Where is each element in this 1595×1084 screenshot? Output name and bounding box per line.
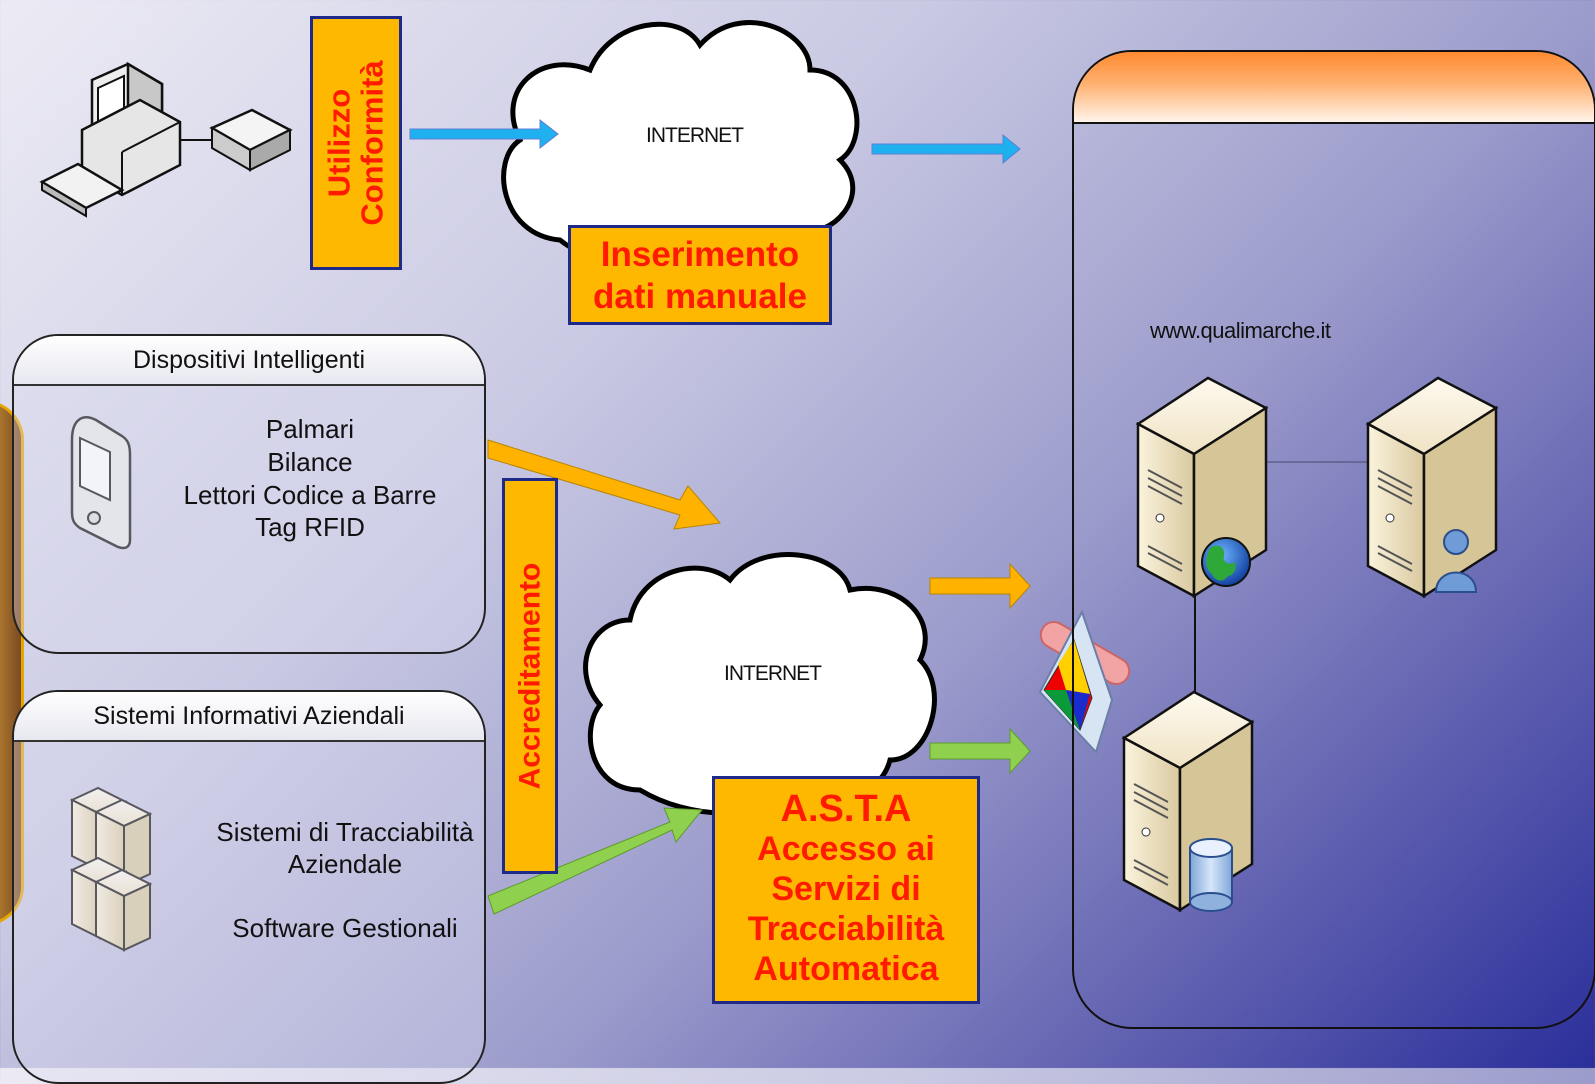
system-item-software: Software Gestionali xyxy=(232,913,458,943)
user-server-icon xyxy=(1365,376,1499,599)
utilizzo-conformita-box: Utilizzo Conformità xyxy=(310,16,402,270)
sistemi-informativi-panel: Sistemi Informativi Aziendali xyxy=(12,690,486,1084)
utilizzo-conformita-label: Utilizzo Conformità xyxy=(321,60,389,226)
database-server-icon xyxy=(1121,690,1255,913)
internet-label-top: INTERNET xyxy=(646,124,744,147)
asta-line-tracciabilita: Tracciabilità xyxy=(747,910,945,948)
inserimento-dati-manuale-box: Inserimento dati manuale xyxy=(568,225,832,325)
sistemi-informativi-title: Sistemi Informativi Aziendali xyxy=(14,692,484,742)
desktop-computer-icon xyxy=(39,61,293,218)
utilizzo-text: Utilizzo xyxy=(321,88,357,198)
conformita-text: Conformità xyxy=(354,60,389,226)
dati-manuale-text: dati manuale xyxy=(593,277,807,316)
green-arrow-diagonal xyxy=(487,807,704,915)
inserimento-text: Inserimento xyxy=(600,235,800,274)
firewall-prism-icon xyxy=(1038,609,1131,754)
asta-line-automatica: Automatica xyxy=(753,950,939,988)
web-server-icon xyxy=(1135,376,1269,599)
qualimarche-site-panel xyxy=(1072,50,1595,1029)
accreditamento-box: Accreditamento xyxy=(502,478,558,874)
orange-arrow-diagonal xyxy=(487,439,721,530)
pda-icon xyxy=(70,416,132,550)
system-item-aziendale: Aziendale xyxy=(287,849,403,879)
asta-title: A.S.T.A xyxy=(780,788,912,830)
internet-label-bottom: INTERNET xyxy=(724,662,822,685)
asta-line-accesso: Accesso ai xyxy=(757,830,935,868)
blue-arrow-top-right xyxy=(871,133,1021,165)
green-arrow-right xyxy=(929,727,1031,775)
device-item-tag-rfid: Tag RFID xyxy=(255,512,365,542)
site-url[interactable]: www.qualimarche.it xyxy=(1150,318,1331,343)
orange-arrow-right xyxy=(929,562,1031,610)
accreditamento-label: Accreditamento xyxy=(513,562,547,790)
dispositivi-intelligenti-panel: Dispositivi Intelligenti xyxy=(12,334,486,654)
asta-box: A.S.T.A Accesso ai Servizi di Tracciabil… xyxy=(712,776,980,1004)
blue-arrow-top-left xyxy=(409,118,559,150)
dispositivi-intelligenti-title: Dispositivi Intelligenti xyxy=(14,336,484,386)
device-item-bilance: Bilance xyxy=(267,447,353,477)
asta-line-servizi: Servizi di xyxy=(771,870,921,908)
server-stack-icon xyxy=(69,786,153,952)
system-item-tracciabilita: Sistemi di Tracciabilità xyxy=(216,817,474,847)
device-item-lettori: Lettori Codice a Barre xyxy=(183,480,437,510)
device-item-palmari: Palmari xyxy=(265,414,355,444)
site-panel-header xyxy=(1074,52,1594,124)
